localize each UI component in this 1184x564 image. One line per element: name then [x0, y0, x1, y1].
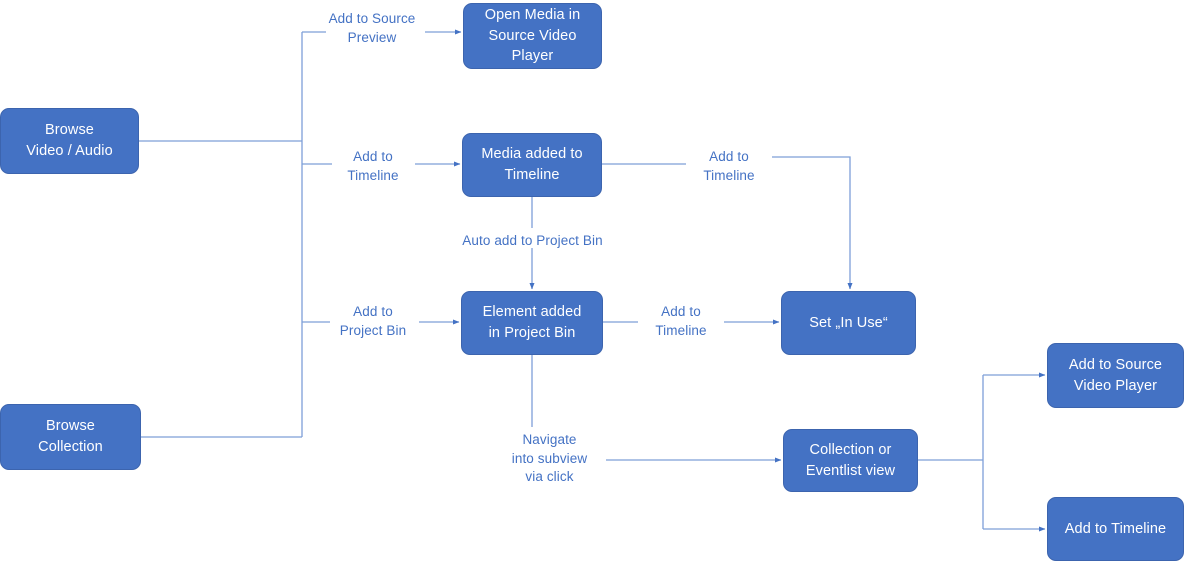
node-set-in-use[interactable]: Set „In Use“ [781, 291, 916, 355]
edge-label-add-to-timeline-right: Add to Timeline [703, 149, 755, 183]
node-media-added-timeline[interactable]: Media added to Timeline [462, 133, 602, 197]
edge-label-add-to-project-bin: Add to Project Bin [339, 304, 407, 338]
node-add-to-source-video-player[interactable]: Add to Source Video Player [1047, 343, 1184, 408]
node-add-to-timeline[interactable]: Add to Timeline [1047, 497, 1184, 561]
edge-label-navigate-into-subview: Navigate into subview via click [511, 432, 588, 485]
edge-label-add-to-source-preview: Add to Source Preview [328, 11, 416, 45]
edge-label-add-to-timeline-upper: Add to Timeline [347, 149, 399, 183]
node-collection-eventlist-view[interactable]: Collection or Eventlist view [783, 429, 918, 492]
wire-media-to-in-use [772, 156, 853, 290]
node-browse-collection[interactable]: Browse Collection [0, 404, 141, 470]
edge-label-add-to-timeline-lower: Add to Timeline [655, 304, 707, 338]
node-browse-video-audio[interactable]: Browse Video / Audio [0, 108, 139, 174]
node-open-media-source-player[interactable]: Open Media in Source Video Player [463, 3, 602, 69]
edge-label-auto-add-to-project-bin: Auto add to Project Bin [462, 233, 603, 248]
node-element-added-project-bin[interactable]: Element added in Project Bin [461, 291, 603, 355]
